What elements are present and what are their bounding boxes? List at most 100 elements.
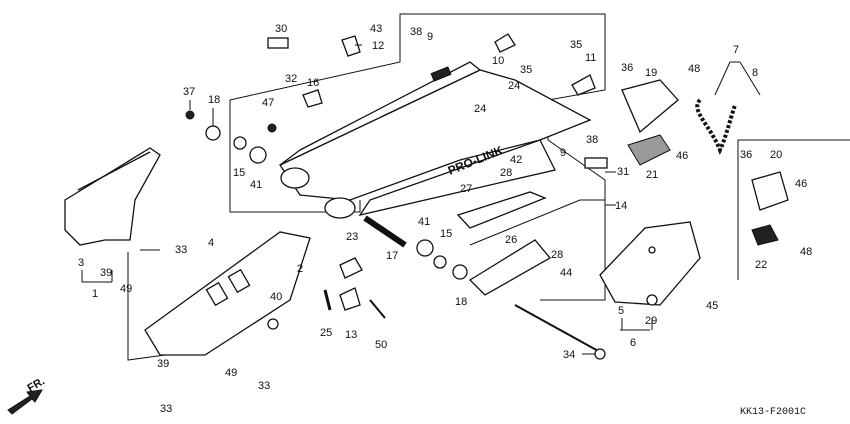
collar-30: [267, 37, 289, 49]
callout-label: 20: [770, 149, 782, 161]
callout-label: 10: [492, 55, 504, 67]
cap-12: [341, 35, 361, 57]
callout-label: 26: [505, 234, 517, 246]
callout-label: 9: [560, 147, 566, 159]
callout-label: 43: [370, 23, 382, 35]
bushing-18: [205, 125, 221, 141]
callout-label: 4: [208, 237, 214, 249]
callout-label: 1: [92, 288, 98, 300]
nut-37: [185, 110, 195, 120]
callout-label: 50: [375, 339, 387, 351]
callout-label: 2: [297, 263, 303, 275]
bolt-47: [267, 123, 277, 133]
bracket-20: [751, 171, 789, 211]
bearing-41: [249, 146, 267, 164]
callout-label: 46: [795, 178, 807, 190]
plate-31: [584, 157, 608, 169]
callout-label: 32: [285, 73, 297, 85]
callout-label: 18: [208, 94, 220, 106]
callout-label: 36: [740, 149, 752, 161]
side-cover: [599, 221, 701, 306]
callout-label: 28: [551, 249, 563, 261]
callout-label: 7: [733, 44, 739, 56]
swingarm-outline: [229, 100, 361, 213]
callout-label: 22: [755, 259, 767, 271]
clip-11: [571, 74, 596, 96]
pin-25: [323, 289, 332, 311]
callout-label: 34: [563, 349, 575, 361]
callout-label: 45: [706, 300, 718, 312]
callout-label: 37: [183, 86, 195, 98]
callout-label: 46: [676, 150, 688, 162]
bushing-18b: [452, 264, 468, 280]
callout-label: 3: [78, 257, 84, 269]
callout-label: 38: [586, 134, 598, 146]
chain-adjuster-19: [621, 79, 679, 134]
callout-label: 14: [615, 200, 627, 212]
callout-label: 24: [508, 80, 520, 92]
axle-bolt: [514, 304, 601, 353]
callout-label: 9: [427, 31, 433, 43]
callout-label: 39: [100, 267, 112, 279]
callout-label: 39: [157, 358, 169, 370]
callout-label: 12: [372, 40, 384, 52]
drive-chain: [695, 98, 737, 155]
callout-label: 42: [510, 154, 522, 166]
callout-label: 27: [460, 183, 472, 195]
callout-label: 40: [270, 291, 282, 303]
callout-label: 28: [500, 167, 512, 179]
swingarm: PRO-LINK: [279, 61, 592, 219]
leader-lines: [81, 44, 761, 355]
callout-label: 18: [455, 296, 467, 308]
clamp-16: [302, 89, 323, 108]
callout-label: 35: [520, 64, 532, 76]
callout-label: 23: [346, 231, 358, 243]
callout-label: 38: [410, 26, 422, 38]
callout-label: 6: [630, 337, 636, 349]
chain-guide: [468, 239, 551, 296]
collar-15b: [433, 255, 447, 269]
direction-arrow: FR.: [7, 375, 47, 415]
direction-label: FR.: [26, 375, 47, 394]
clip-10: [494, 33, 516, 53]
callout-label: 33: [258, 380, 270, 392]
callout-label: 33: [175, 244, 187, 256]
callout-label: 19: [645, 67, 657, 79]
link-13: [339, 287, 361, 311]
callout-label: 15: [440, 228, 452, 240]
callout-label: 24: [474, 103, 486, 115]
callout-label: 35: [570, 39, 582, 51]
drawing-code: KK13-F2001C: [740, 407, 806, 418]
rear-fender: [64, 147, 161, 246]
callout-label: 49: [120, 283, 132, 295]
callout-label: 31: [617, 166, 629, 178]
callout-label: 15: [233, 167, 245, 179]
callout-label: 33: [160, 403, 172, 415]
right-bracket-box: [737, 139, 850, 280]
callout-label: 21: [646, 169, 658, 181]
bolt-50: [369, 299, 386, 319]
callout-label: 8: [752, 67, 758, 79]
callout-label: 47: [262, 97, 274, 109]
slider-block-21: [627, 134, 671, 166]
callout-labels: 30 43 12 38 9 10 35 35 11 36 19 48 7 8 3…: [78, 23, 812, 415]
callout-label: 30: [275, 23, 287, 35]
bracket-23: [339, 257, 363, 279]
chain-slider-box: [547, 139, 606, 200]
callout-label: 36: [621, 62, 633, 74]
callout-label: 25: [320, 327, 332, 339]
callout-label: 48: [688, 63, 700, 75]
chain-case: [144, 231, 311, 356]
callout-label: 48: [800, 246, 812, 258]
bushing-41b: [416, 239, 434, 257]
pivot-shaft: [363, 215, 407, 248]
chain-case-box: [127, 252, 166, 361]
callout-label: 41: [250, 179, 262, 191]
collar-15: [233, 136, 247, 150]
callout-label: 13: [345, 329, 357, 341]
callout-label: 17: [386, 250, 398, 262]
callout-label: 29: [645, 315, 657, 327]
callout-label: 5: [618, 305, 624, 317]
callout-label: 41: [418, 216, 430, 228]
